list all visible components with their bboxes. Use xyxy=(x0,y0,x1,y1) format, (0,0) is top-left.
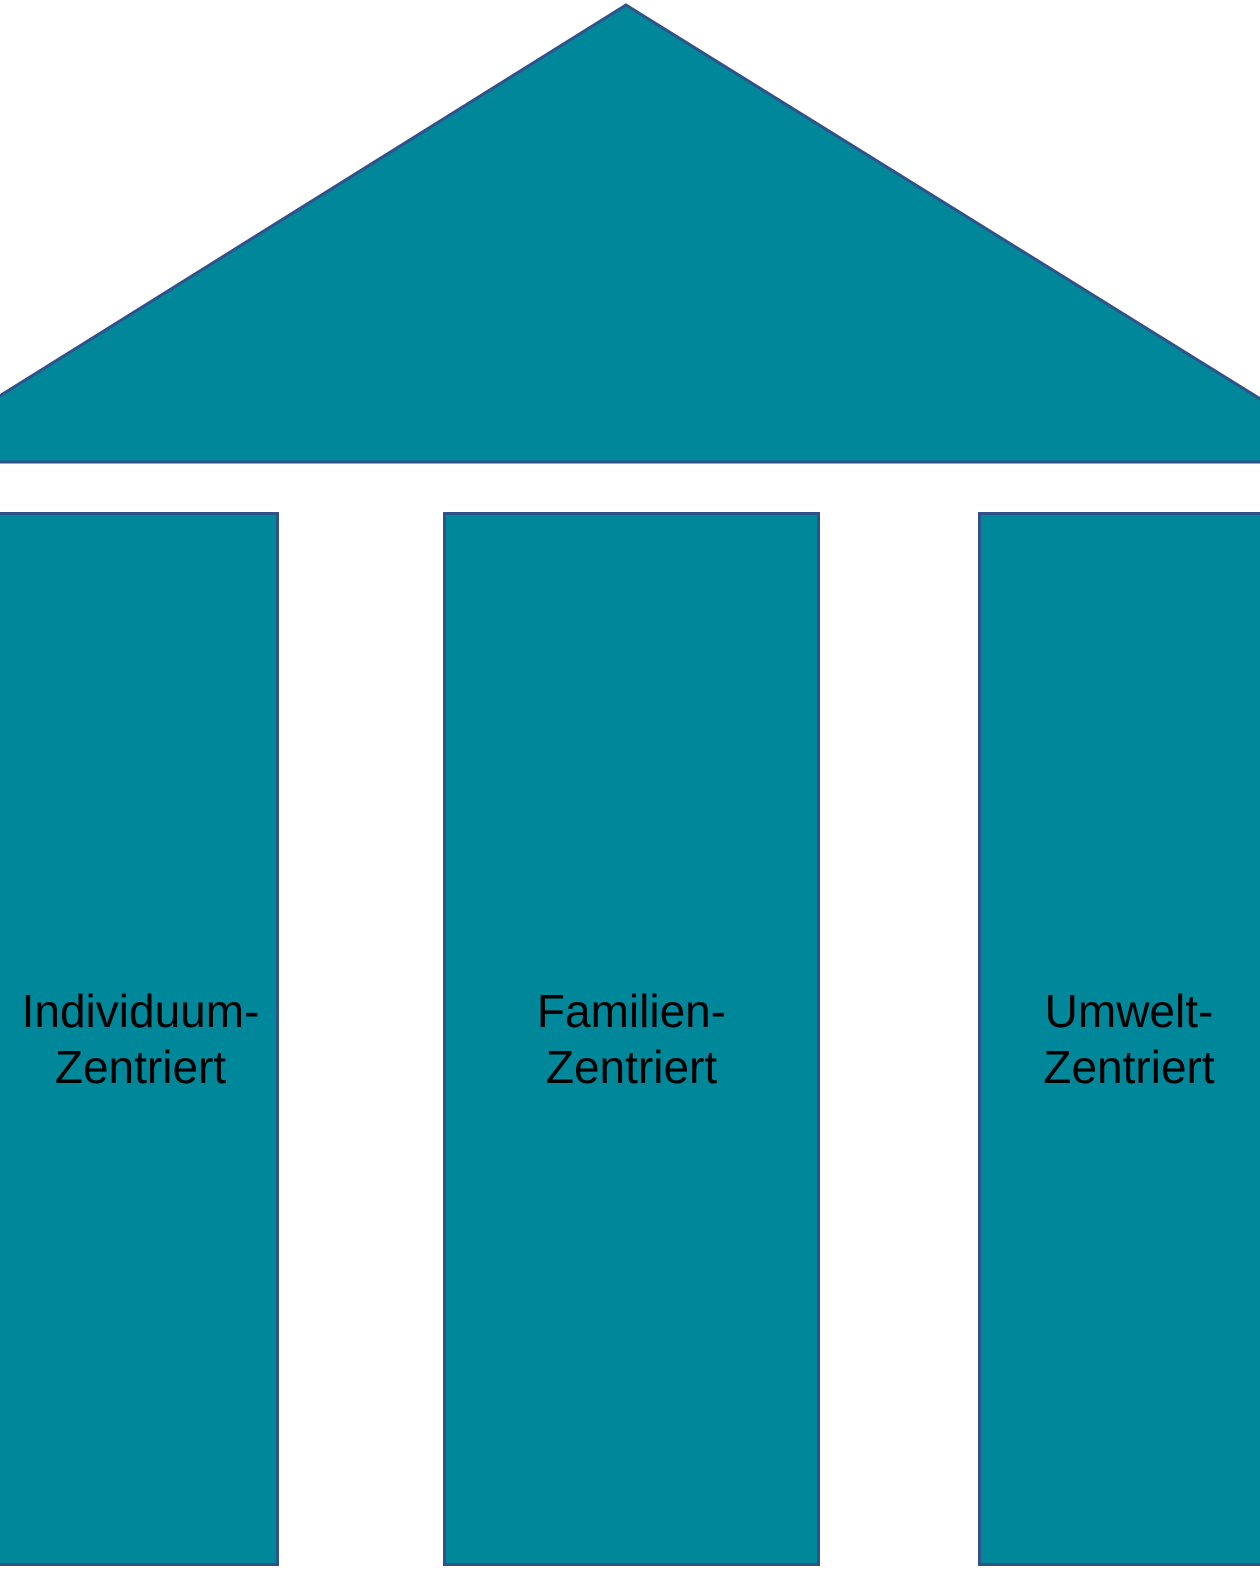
roof xyxy=(0,3,1260,464)
roof-pediment xyxy=(0,3,1260,464)
pillar-label-individuum: Individuum- Zentriert xyxy=(21,985,260,1093)
pillar-individuum: Individuum- Zentriert xyxy=(0,512,279,1566)
pillar-label-umwelt: Umwelt- Zentriert xyxy=(1043,985,1215,1093)
pillar-familien: Familien- Zentriert xyxy=(443,512,820,1566)
pillar-umwelt: Umwelt- Zentriert xyxy=(978,512,1260,1566)
pillar-label-familien: Familien- Zentriert xyxy=(536,985,727,1093)
